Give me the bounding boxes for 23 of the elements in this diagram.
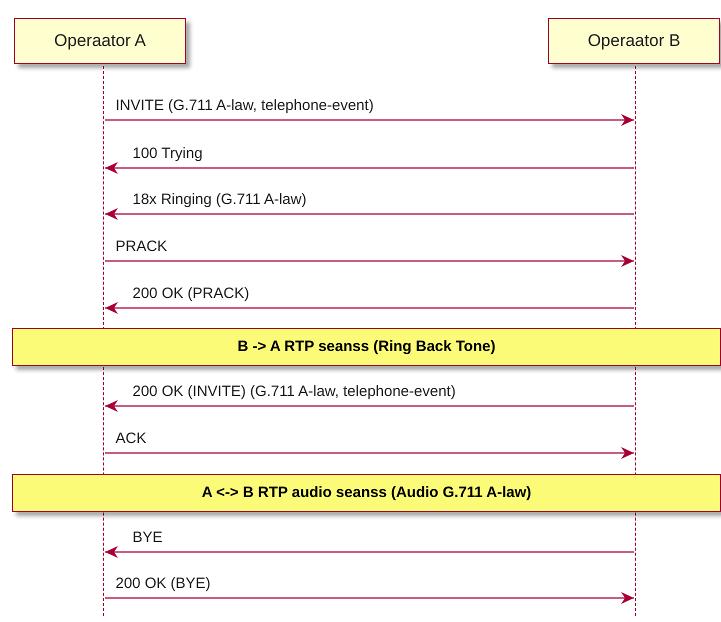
message-arrow xyxy=(105,302,634,314)
message-arrow xyxy=(105,400,634,412)
participant-name: Operaator B xyxy=(588,30,680,52)
message-arrow xyxy=(105,447,634,459)
note-band xyxy=(12,328,721,366)
participant-name: Operaator A xyxy=(54,30,146,52)
participant-box xyxy=(548,18,720,64)
message-label: 18x Ringing (G.711 A-law) xyxy=(132,191,306,209)
message-arrow xyxy=(105,546,634,558)
message-label: 200 OK (INVITE) (G.711 A-law, telephone-event) xyxy=(132,383,456,401)
note-band xyxy=(12,474,721,512)
note-text: A <-> B RTP audio seanss (Audio G.711 A-law) xyxy=(202,482,532,503)
participant-box xyxy=(14,18,186,64)
message-label: INVITE (G.711 A-law, telephone-event) xyxy=(116,97,374,115)
message-arrow xyxy=(105,114,634,126)
message-label: 200 OK (BYE) xyxy=(116,575,211,593)
note-text: B -> A RTP seanss (Ring Back Tone) xyxy=(238,336,496,357)
message-arrow xyxy=(105,208,634,220)
message-label: 100 Trying xyxy=(132,145,203,163)
message-arrow xyxy=(105,255,634,267)
message-label: 200 OK (PRACK) xyxy=(132,285,250,303)
message-arrow xyxy=(105,592,634,604)
message-arrow xyxy=(105,162,634,174)
